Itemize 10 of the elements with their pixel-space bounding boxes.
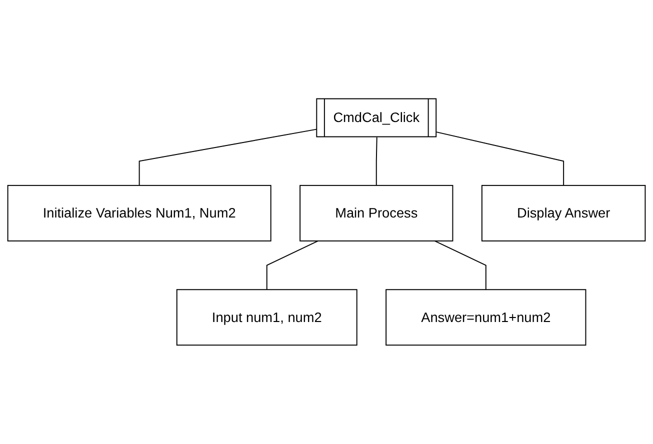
connector: [436, 132, 564, 186]
node-box: Answer=num1+num2: [386, 289, 586, 346]
node-box: Input num1, num2: [176, 289, 358, 346]
node-box: Display Answer: [481, 185, 646, 242]
connector: [266, 240, 319, 290]
node-box: Main Process: [300, 185, 454, 242]
connector: [376, 136, 378, 186]
node-box: Initialize Variables Num1, Num2: [7, 185, 272, 242]
connector: [434, 240, 486, 290]
connector: [138, 128, 318, 186]
